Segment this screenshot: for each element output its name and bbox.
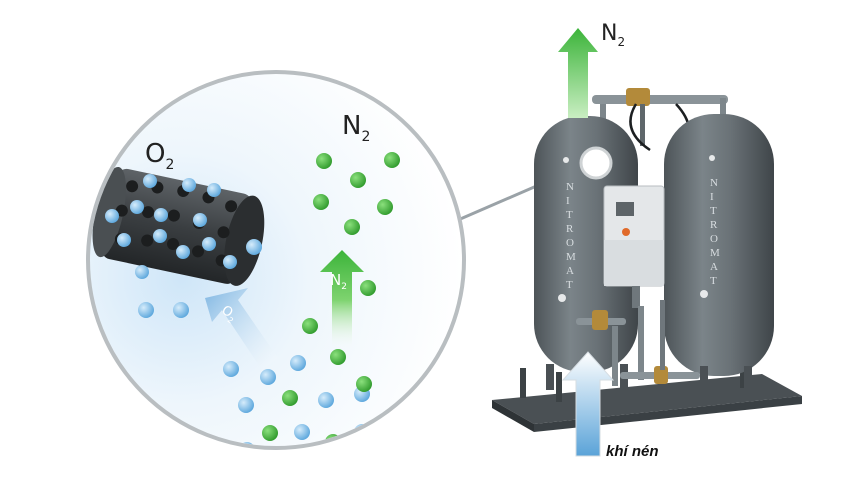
n2-outlet-arrow (558, 28, 598, 118)
svg-text:I: I (710, 191, 714, 203)
svg-text:A: A (566, 265, 574, 277)
svg-text:R: R (566, 223, 574, 235)
svg-text:I: I (566, 195, 570, 207)
zoom-circle (86, 70, 466, 450)
n2-label: N2 (342, 111, 370, 145)
svg-text:T: T (710, 275, 717, 287)
svg-text:T: T (710, 205, 717, 217)
air-inlet-label: khí nén (606, 443, 659, 460)
left-tank-brand: N I T R O M A T (566, 181, 576, 291)
svg-text:N2: N2 (601, 21, 625, 49)
lower-valves (576, 300, 700, 386)
svg-text:O: O (710, 233, 718, 245)
svg-text:N: N (566, 181, 574, 193)
svg-text:R: R (710, 219, 718, 231)
svg-text:khí nén: khí nén (606, 443, 659, 460)
air-inlet-arrow (561, 351, 615, 457)
svg-text:N: N (710, 177, 718, 189)
svg-text:N2: N2 (342, 111, 370, 145)
svg-text:N2: N2 (330, 271, 347, 292)
o2-label: O2 (145, 139, 174, 173)
svg-text:M: M (710, 247, 720, 259)
panel-display (616, 202, 634, 216)
n2-zoom-arrow (320, 250, 364, 350)
control-panel (603, 185, 665, 308)
o2-trapped-molecules (105, 174, 262, 279)
svg-text:A: A (710, 261, 718, 273)
right-tank: N I T R O M A T (664, 114, 774, 390)
o2-flow-arrow (205, 288, 278, 370)
svg-text:T: T (566, 279, 573, 291)
svg-text:M: M (566, 251, 576, 263)
tank-sight-window (579, 146, 613, 180)
n2-outlet-label: N2 (601, 21, 625, 49)
svg-text:O2: O2 (145, 139, 174, 173)
emergency-stop-icon (622, 228, 630, 236)
n2-arrow-label: N2 (330, 271, 347, 292)
svg-text:O2: O2 (217, 303, 239, 326)
o2-arrow-label: O2 (217, 303, 239, 326)
svg-text:T: T (566, 209, 573, 221)
right-tank-brand: N I T R O M A T (710, 177, 720, 287)
base-frame (492, 360, 802, 432)
svg-text:O: O (566, 237, 574, 249)
